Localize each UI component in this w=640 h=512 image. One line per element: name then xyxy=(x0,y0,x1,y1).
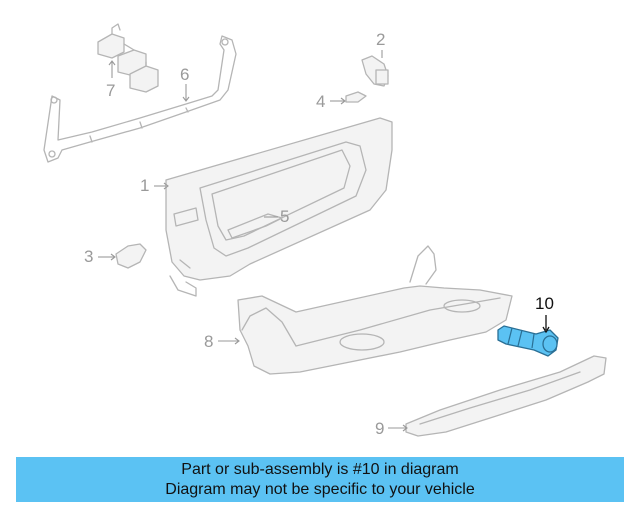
callout-2: 2 xyxy=(376,30,386,49)
callout-3: 3 xyxy=(84,247,94,266)
info-banner: Part or sub-assembly is #10 in diagram D… xyxy=(16,457,624,502)
callout-5: 5 xyxy=(280,207,290,226)
leader-lines xyxy=(98,50,550,432)
callout-9: 9 xyxy=(375,419,385,438)
callout-1: 1 xyxy=(140,176,150,195)
part-6-bracket xyxy=(43,35,237,163)
callout-4: 4 xyxy=(316,92,326,111)
banner-line-2: Diagram may not be specific to your vehi… xyxy=(165,480,475,498)
part-3-handle xyxy=(115,243,147,269)
callout-6: 6 xyxy=(180,65,190,84)
part-1-glove-box xyxy=(165,117,393,297)
part-9-trim xyxy=(405,355,607,437)
banner-line-1: Part or sub-assembly is #10 in diagram xyxy=(181,460,459,478)
part-10-switch xyxy=(497,325,559,357)
part-8-lower-panel xyxy=(237,245,513,375)
callout-7: 7 xyxy=(106,81,116,100)
callout-10: 10 xyxy=(535,294,554,313)
part-2-latch xyxy=(361,55,389,87)
part-7-hinge xyxy=(97,23,159,93)
part-4-clip xyxy=(345,91,367,103)
callout-8: 8 xyxy=(204,332,214,351)
